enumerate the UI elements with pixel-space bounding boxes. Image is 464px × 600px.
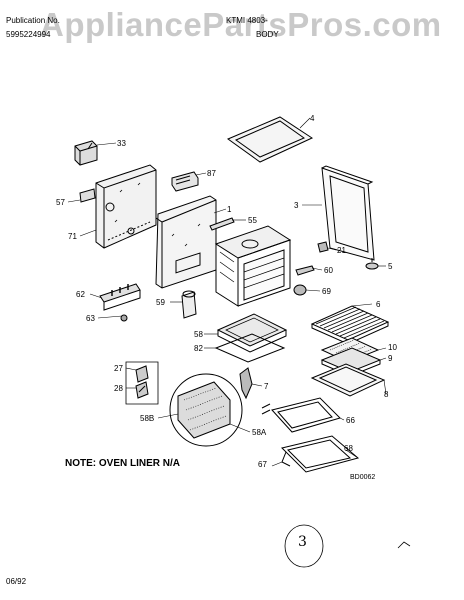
part-4-top-panel (228, 117, 312, 162)
part-60-bracket (296, 266, 314, 275)
part-28-clip (136, 382, 148, 398)
label-part-7: 7 (264, 382, 269, 391)
label-part-5: 5 (388, 262, 393, 271)
part-5-leveling-foot (366, 258, 378, 269)
label-part-58b: 58B (140, 414, 155, 423)
diagram-code: BD0062 (350, 474, 376, 481)
page-sticker-number: 3 (298, 534, 307, 550)
label-part-55: 55 (248, 216, 257, 225)
label-part-58a: 58A (252, 428, 267, 437)
part-66-bake-element (262, 398, 340, 432)
label-part-33: 33 (117, 139, 126, 148)
leader-lines (68, 118, 386, 466)
label-part-57: 57 (56, 198, 65, 207)
part-21-clip (318, 242, 328, 252)
label-part-63: 63 (86, 314, 95, 323)
part-55-rail (210, 218, 234, 230)
part-63-screw (121, 315, 127, 321)
revision-date: 06/92 (6, 577, 27, 586)
part-59-switch (182, 291, 196, 318)
part-27-clip (136, 366, 148, 382)
label-part-27: 27 (114, 364, 123, 373)
label-part-6: 6 (376, 300, 381, 309)
section-name: BODY (256, 30, 279, 39)
callout-box (126, 362, 158, 404)
label-part-71: 71 (68, 232, 77, 241)
label-part-8: 8 (384, 390, 389, 399)
part-6-oven-rack (312, 306, 388, 344)
label-part-68: 68 (344, 444, 353, 453)
part-8-drawer (312, 364, 384, 396)
label-part-9: 9 (388, 354, 393, 363)
label-part-4: 4 (310, 114, 315, 123)
part-57-pad (80, 189, 95, 202)
part-67-broil-element (282, 436, 358, 472)
oven-liner-note: NOTE: OVEN LINER N/A (65, 458, 181, 469)
part-62-terminal-block (100, 284, 140, 310)
label-part-21: 21 (337, 246, 346, 255)
label-part-66: 66 (346, 416, 355, 425)
part-1-back-panel (156, 196, 216, 288)
watermark-text: AppliancePartsPros.com (40, 6, 442, 43)
label-part-62: 62 (76, 290, 85, 299)
part-71-side-panel (96, 165, 156, 248)
publication-number: 5995224994 (6, 30, 51, 39)
model-number: KTMI 4803- (226, 16, 268, 25)
oven-body (216, 226, 290, 306)
label-part-67: 67 (258, 460, 267, 469)
handwritten-mark (285, 525, 410, 567)
label-part-28: 28 (114, 384, 123, 393)
label-part-87: 87 (207, 169, 216, 178)
label-part-60: 60 (324, 266, 333, 275)
label-part-58: 58 (194, 330, 203, 339)
part-69-grommet (294, 285, 306, 295)
label-part-69: 69 (322, 287, 331, 296)
part-3-door-panel (322, 166, 374, 260)
label-part-82: 82 (194, 344, 203, 353)
part-33-bracket (75, 141, 97, 165)
label-part-59: 59 (156, 298, 165, 307)
part-87-clip (172, 172, 198, 191)
part-58-pan (218, 314, 286, 352)
label-part-3: 3 (294, 201, 299, 210)
part-82-frame (216, 334, 284, 362)
label-part-10: 10 (388, 343, 397, 352)
publication-label: Publication No. (6, 16, 60, 25)
part-7-bracket (240, 368, 252, 398)
part-58b-insulation (170, 374, 242, 446)
label-part-1: 1 (227, 205, 232, 214)
